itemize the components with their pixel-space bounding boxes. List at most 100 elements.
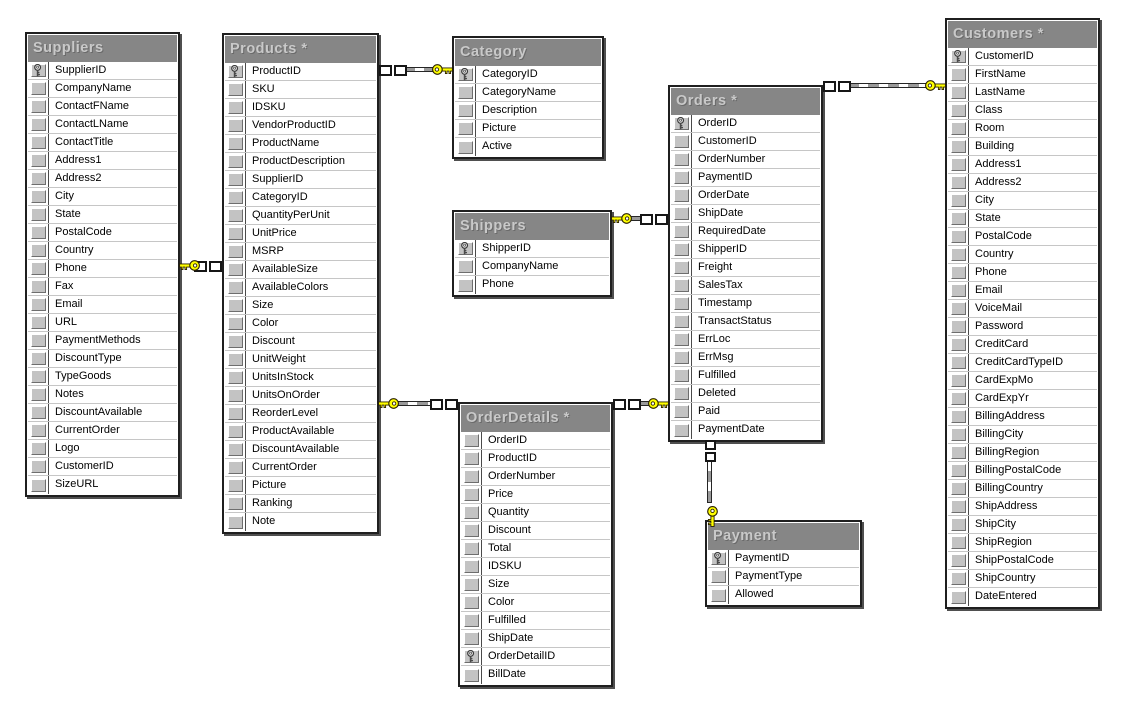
field-row-notes[interactable]: Notes	[28, 386, 177, 404]
field-row-orderdate[interactable]: OrderDate	[671, 187, 820, 205]
field-row-supplierid[interactable]: SupplierID	[28, 62, 177, 80]
field-row-shipcity[interactable]: ShipCity	[948, 516, 1097, 534]
field-row-billingaddress[interactable]: BillingAddress	[948, 408, 1097, 426]
field-row-supplierid[interactable]: SupplierID	[225, 171, 376, 189]
field-row-orderid[interactable]: OrderID	[461, 432, 610, 450]
field-row-categoryname[interactable]: CategoryName	[455, 84, 601, 102]
field-row-state[interactable]: State	[28, 206, 177, 224]
field-row-address1[interactable]: Address1	[948, 156, 1097, 174]
field-row-address2[interactable]: Address2	[948, 174, 1097, 192]
field-row-note[interactable]: Note	[225, 513, 376, 531]
field-row-phone[interactable]: Phone	[948, 264, 1097, 282]
relationship-suppliers-products[interactable]	[179, 258, 222, 274]
field-row-salestax[interactable]: SalesTax	[671, 277, 820, 295]
table-title-shippers[interactable]: Shippers	[455, 213, 609, 240]
relationship-shippers-orders[interactable]	[611, 211, 668, 227]
field-row-shippostalcode[interactable]: ShipPostalCode	[948, 552, 1097, 570]
table-title-suppliers[interactable]: Suppliers	[28, 35, 177, 62]
field-row-ordernumber[interactable]: OrderNumber	[461, 468, 610, 486]
field-row-quantity[interactable]: Quantity	[461, 504, 610, 522]
field-row-shipcountry[interactable]: ShipCountry	[948, 570, 1097, 588]
field-row-creditcardtypeid[interactable]: CreditCardTypeID	[948, 354, 1097, 372]
field-row-color[interactable]: Color	[225, 315, 376, 333]
field-row-sku[interactable]: SKU	[225, 81, 376, 99]
field-row-errloc[interactable]: ErrLoc	[671, 331, 820, 349]
field-row-shipperid[interactable]: ShipperID	[671, 241, 820, 259]
field-row-msrp[interactable]: MSRP	[225, 243, 376, 261]
field-row-paymentdate[interactable]: PaymentDate	[671, 421, 820, 439]
field-row-categoryid[interactable]: CategoryID	[225, 189, 376, 207]
field-row-billingpostalcode[interactable]: BillingPostalCode	[948, 462, 1097, 480]
field-row-description[interactable]: Description	[455, 102, 601, 120]
relationship-orders-payment[interactable]	[702, 440, 718, 527]
field-row-city[interactable]: City	[28, 188, 177, 206]
field-row-customerid[interactable]: CustomerID	[28, 458, 177, 476]
field-row-productdescription[interactable]: ProductDescription	[225, 153, 376, 171]
field-row-productavailable[interactable]: ProductAvailable	[225, 423, 376, 441]
field-row-idsku[interactable]: IDSKU	[461, 558, 610, 576]
field-row-sizeurl[interactable]: SizeURL	[28, 476, 177, 494]
table-title-category[interactable]: Category	[455, 39, 601, 66]
table-title-products[interactable]: Products *	[225, 36, 376, 63]
field-row-size[interactable]: Size	[461, 576, 610, 594]
table-title-customers[interactable]: Customers *	[948, 21, 1097, 48]
field-row-city[interactable]: City	[948, 192, 1097, 210]
field-row-errmsg[interactable]: ErrMsg	[671, 349, 820, 367]
field-row-shipperid[interactable]: ShipperID	[455, 240, 609, 258]
field-row-fulfilled[interactable]: Fulfilled	[671, 367, 820, 385]
field-row-contactlname[interactable]: ContactLName	[28, 116, 177, 134]
field-row-ranking[interactable]: Ranking	[225, 495, 376, 513]
field-row-address1[interactable]: Address1	[28, 152, 177, 170]
field-row-transactstatus[interactable]: TransactStatus	[671, 313, 820, 331]
field-row-room[interactable]: Room	[948, 120, 1097, 138]
field-row-size[interactable]: Size	[225, 297, 376, 315]
field-row-voicemail[interactable]: VoiceMail	[948, 300, 1097, 318]
field-row-idsku[interactable]: IDSKU	[225, 99, 376, 117]
field-row-shipdate[interactable]: ShipDate	[671, 205, 820, 223]
field-row-availablecolors[interactable]: AvailableColors	[225, 279, 376, 297]
field-row-picture[interactable]: Picture	[455, 120, 601, 138]
table-title-payment[interactable]: Payment	[708, 523, 859, 550]
field-row-country[interactable]: Country	[948, 246, 1097, 264]
field-row-paid[interactable]: Paid	[671, 403, 820, 421]
field-row-postalcode[interactable]: PostalCode	[948, 228, 1097, 246]
field-row-email[interactable]: Email	[948, 282, 1097, 300]
field-row-reorderlevel[interactable]: ReorderLevel	[225, 405, 376, 423]
field-row-paymenttype[interactable]: PaymentType	[708, 568, 859, 586]
field-row-discountavailable[interactable]: DiscountAvailable	[28, 404, 177, 422]
field-row-billdate[interactable]: BillDate	[461, 666, 610, 684]
field-row-email[interactable]: Email	[28, 296, 177, 314]
field-row-billingcity[interactable]: BillingCity	[948, 426, 1097, 444]
field-row-price[interactable]: Price	[461, 486, 610, 504]
field-row-contacttitle[interactable]: ContactTitle	[28, 134, 177, 152]
field-row-orderid[interactable]: OrderID	[671, 115, 820, 133]
field-row-class[interactable]: Class	[948, 102, 1097, 120]
field-row-currentorder[interactable]: CurrentOrder	[28, 422, 177, 440]
field-row-ordernumber[interactable]: OrderNumber	[671, 151, 820, 169]
relationship-products-orderdetails[interactable]	[378, 396, 458, 412]
field-row-lastname[interactable]: LastName	[948, 84, 1097, 102]
field-row-shipaddress[interactable]: ShipAddress	[948, 498, 1097, 516]
field-row-productid[interactable]: ProductID	[225, 63, 376, 81]
field-row-address2[interactable]: Address2	[28, 170, 177, 188]
field-row-billingregion[interactable]: BillingRegion	[948, 444, 1097, 462]
field-row-paymentmethods[interactable]: PaymentMethods	[28, 332, 177, 350]
field-row-total[interactable]: Total	[461, 540, 610, 558]
field-row-billingcountry[interactable]: BillingCountry	[948, 480, 1097, 498]
field-row-unitsonorder[interactable]: UnitsOnOrder	[225, 387, 376, 405]
field-row-orderdetailid[interactable]: OrderDetailID	[461, 648, 610, 666]
field-row-phone[interactable]: Phone	[455, 276, 609, 294]
field-row-fulfilled[interactable]: Fulfilled	[461, 612, 610, 630]
field-row-discounttype[interactable]: DiscountType	[28, 350, 177, 368]
field-row-contactfname[interactable]: ContactFName	[28, 98, 177, 116]
field-row-color[interactable]: Color	[461, 594, 610, 612]
field-row-dateentered[interactable]: DateEntered	[948, 588, 1097, 606]
